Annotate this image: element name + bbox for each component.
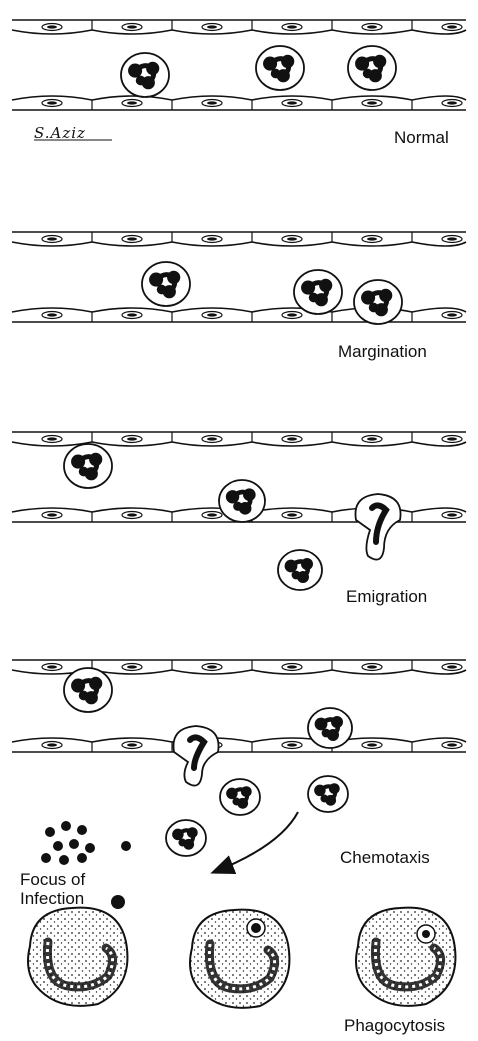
vessel-wall-chemotaxis-bottom <box>12 738 478 752</box>
neutrophil-chemotaxis-2 <box>308 708 352 748</box>
neutrophil-chemotaxis-5 <box>166 820 206 856</box>
chemotaxis-arrow <box>214 812 298 872</box>
focus-label-line2: Infection <box>20 889 85 908</box>
infection-particle <box>69 839 79 849</box>
neutrophil-chemotaxis-1 <box>64 668 112 712</box>
neutrophil-chemotaxis-squeezing <box>173 726 218 786</box>
vessel-wall-normal-bottom <box>12 96 478 110</box>
vessel-wall-margination-top <box>12 232 478 246</box>
focus-of-infection-label: Focus of Infection <box>20 870 85 908</box>
phagocyte-2 <box>190 910 289 1008</box>
infection-particle <box>41 853 51 863</box>
neutrophil-margination-2 <box>294 270 342 314</box>
neutrophil-margination-3 <box>354 280 402 324</box>
neutrophil-chemotaxis-3 <box>220 779 260 815</box>
infection-particle <box>53 841 63 851</box>
infection-particle <box>59 855 69 865</box>
neutrophil-normal-3 <box>348 46 396 90</box>
vessel-wall-normal-top <box>12 20 478 34</box>
infection-particle <box>85 843 95 853</box>
bacterium <box>251 923 261 933</box>
neutrophil-normal-1 <box>121 53 169 97</box>
infection-particle <box>45 827 55 837</box>
bacterium <box>111 895 125 909</box>
neutrophil-margination-1 <box>142 262 190 306</box>
bacterium <box>422 930 430 938</box>
neutrophil-chemotaxis-4 <box>308 776 348 812</box>
stage-label-chemotaxis: Chemotaxis <box>340 848 430 868</box>
stage-label-emigration: Emigration <box>346 587 427 607</box>
stage-label-normal: Normal <box>394 128 449 148</box>
neutrophil-emigration-1 <box>64 444 112 488</box>
phagocyte-1 <box>28 895 127 1006</box>
artist-signature: S.Aziz <box>34 124 86 142</box>
phagocyte-3 <box>356 908 455 1006</box>
infection-particle <box>77 825 87 835</box>
infection-particle <box>61 821 71 831</box>
neutrophil-emigration-2 <box>219 480 265 522</box>
focus-label-line1: Focus of <box>20 870 85 889</box>
stage-label-phagocytosis: Phagocytosis <box>344 1016 445 1036</box>
stage-label-margination: Margination <box>338 342 427 362</box>
infection-particle <box>77 853 87 863</box>
vessel-wall-margination-bottom <box>12 308 478 322</box>
neutrophil-emigration-squeezing <box>355 494 400 560</box>
infection-particle <box>121 841 131 851</box>
neutrophil-normal-2 <box>256 46 304 90</box>
neutrophil-emigration-outside <box>278 550 322 590</box>
